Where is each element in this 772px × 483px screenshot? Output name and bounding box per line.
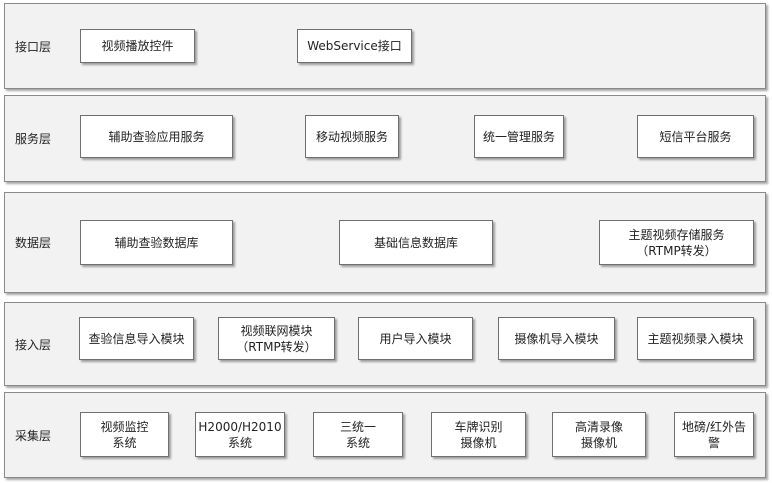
- plate-recognition-camera-box: 车牌识别摄像机: [431, 412, 526, 457]
- user-import-module-box: 用户导入模块: [358, 317, 473, 360]
- component-label: 视频播放控件: [101, 39, 174, 53]
- inspection-info-import-module-box: 查验信息导入模块: [79, 317, 194, 360]
- video-surveillance-system-box: 视频监控系统: [80, 412, 169, 457]
- component-label: （RTMP转发）: [236, 339, 317, 354]
- topic-video-storage-service-box: 主题视频存储服务（RTMP转发）: [599, 220, 754, 265]
- component-label: 高清录像: [574, 419, 623, 434]
- component-label: 摄像机: [460, 435, 497, 450]
- component-label: 主题视频录入模块: [647, 331, 744, 346]
- component-label: 辅助查验应用服务: [108, 129, 205, 144]
- component-label: 短信平台服务: [659, 129, 732, 144]
- mobile-video-service-box: 移动视频服务: [305, 115, 399, 158]
- component-label: 警: [707, 435, 720, 450]
- component-label: 系统: [345, 435, 370, 450]
- component-label: H2000/H2010: [198, 419, 282, 434]
- component-label: 车牌识别: [454, 419, 503, 434]
- basic-info-database-box: 基础信息数据库: [339, 220, 493, 265]
- component-label: 辅助查验数据库: [114, 235, 199, 250]
- layer-label: 接入层: [15, 337, 52, 352]
- component-label: 基础信息数据库: [373, 235, 458, 250]
- component-label: 系统: [227, 435, 252, 450]
- component-label: 查验信息导入模块: [88, 331, 185, 346]
- inspection-app-service-box: 辅助查验应用服务: [80, 115, 233, 158]
- layer-label: 服务层: [15, 132, 52, 146]
- layer-label: 数据层: [15, 236, 52, 250]
- component-label: 三统一: [339, 419, 376, 434]
- component-label: 主题视频存储服务: [628, 227, 725, 242]
- camera-import-module-box: 摄像机导入模块: [498, 317, 615, 360]
- weighbridge-infrared-alarm-box: 地磅/红外告警: [674, 412, 754, 457]
- component-label: 摄像机: [580, 435, 617, 450]
- component-label: 用户导入模块: [379, 331, 452, 346]
- layer-label: 接口层: [15, 39, 52, 54]
- sms-platform-service-box: 短信平台服务: [637, 115, 754, 158]
- component-label: 移动视频服务: [315, 129, 388, 144]
- component-label: 系统: [112, 435, 137, 450]
- video-player-control-box: 视频播放控件: [80, 29, 195, 63]
- topic-video-entry-module-box: 主题视频录入模块: [637, 317, 754, 360]
- component-label: 视频联网模块: [240, 323, 313, 338]
- component-label: 统一管理服务: [482, 129, 555, 144]
- component-label: 视频监控: [100, 419, 149, 434]
- hd-recording-camera-box: 高清录像摄像机: [552, 412, 646, 457]
- unified-management-service-box: 统一管理服务: [474, 115, 564, 158]
- component-label: WebService接口: [307, 39, 402, 53]
- video-network-module-box: 视频联网模块（RTMP转发）: [218, 317, 335, 360]
- component-label: 地磅/红外告: [681, 419, 747, 434]
- webservice-interface-box: WebService接口: [297, 29, 412, 63]
- three-unified-system-box: 三统一系统: [313, 412, 403, 457]
- component-label: （RTMP转发）: [636, 243, 717, 258]
- layer-label: 采集层: [15, 428, 52, 443]
- inspection-database-box: 辅助查验数据库: [80, 220, 233, 265]
- component-label: 摄像机导入模块: [514, 331, 599, 346]
